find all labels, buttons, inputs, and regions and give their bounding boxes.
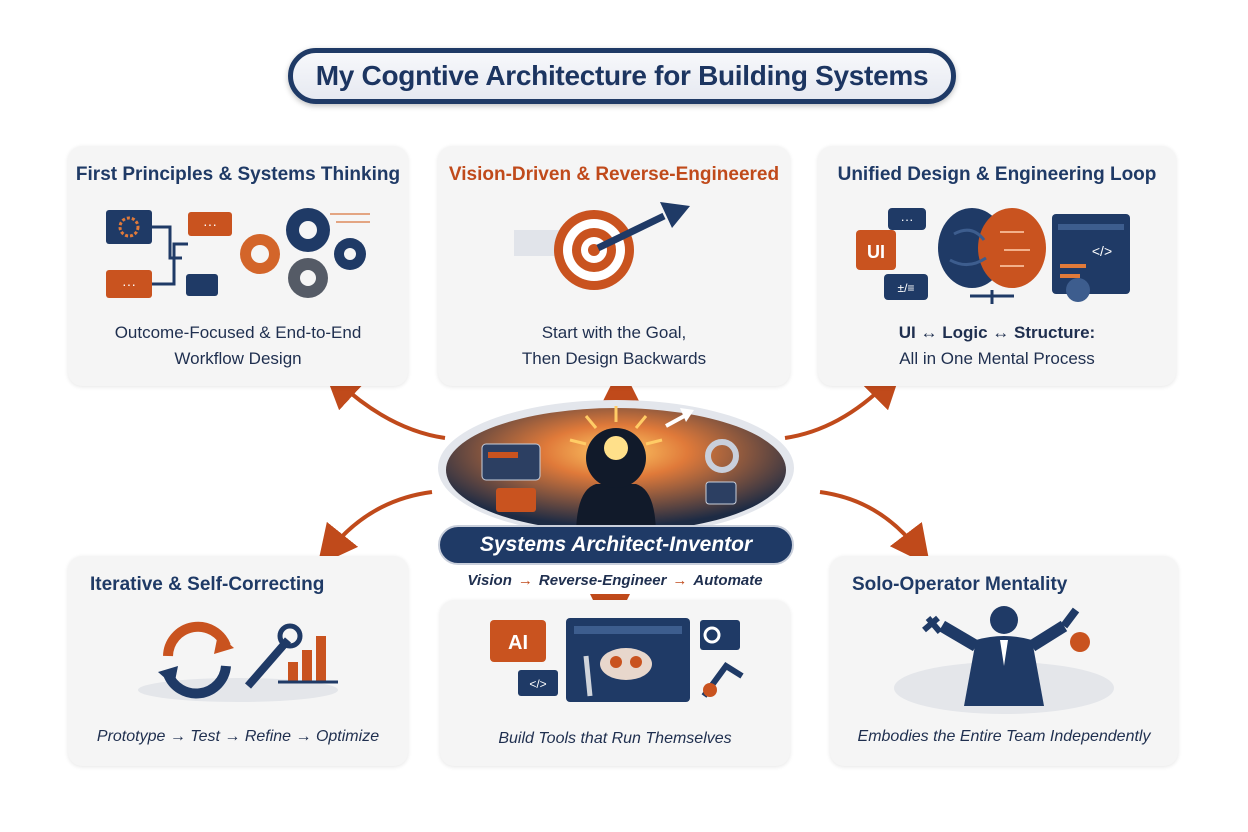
cycle-wrench-chart-icon <box>138 621 338 702</box>
caption-line: Outcome-Focused & End-to-End <box>114 323 362 342</box>
arrow-right-icon: → <box>517 571 533 589</box>
page-title-banner: My Cogntive Architecture for Building Sy… <box>288 48 956 104</box>
center-role-label: Systems Architect-Inventor <box>438 525 794 565</box>
arrow-right-icon: → <box>672 571 688 589</box>
code-label: </> <box>1092 243 1112 259</box>
arrow-to-unified <box>784 367 903 440</box>
card-caption: Prototype → Test → Refine → Optimize <box>96 728 380 745</box>
caption-line: Then Design Backwards <box>521 349 707 368</box>
code-label: </> <box>529 677 546 691</box>
center-hub-graphic <box>438 400 794 536</box>
card-title: Solo-Operator Mentality <box>852 574 1068 595</box>
card-caption: Start with the Goal, Then Design Backwar… <box>438 320 790 372</box>
arrow-to-iterative <box>317 490 433 566</box>
flow-step: Automate <box>693 571 763 589</box>
card-title: Unified Design & Engineering Loop <box>837 164 1157 185</box>
card-vision: Vision-Driven & Reverse-Engineered Start… <box>438 146 790 386</box>
flowchart-gears-icon: ··· ··· <box>106 208 370 298</box>
flow-step: Vision <box>467 571 512 589</box>
brain-code-icon: UI ··· ±/≡ </> <box>856 208 1130 304</box>
card-caption: UI ↔ Logic ↔ Structure: All in One Menta… <box>818 320 1176 372</box>
card-first-principles: First Principles & Systems Thinking ··· … <box>68 146 408 386</box>
card-caption: Embodies the Entire Team Independently <box>857 728 1151 745</box>
card-tools: AI </> Build Tools that Run Themselves <box>440 600 790 766</box>
ui-label: UI <box>867 242 885 262</box>
card-title: Iterative & Self-Correcting <box>90 574 325 595</box>
card-unified: Unified Design & Engineering Loop UI ···… <box>818 146 1176 386</box>
card-iterative: Iterative & Self-Correcting Prototype → … <box>68 556 408 766</box>
center-flow: Vision → Reverse-Engineer → Automate <box>440 568 790 592</box>
arrow-to-first-principles <box>323 368 446 440</box>
card-solo: Solo-Operator Mentality Embodies the Ent… <box>830 556 1178 766</box>
caption-line: UI ↔ Logic ↔ Structure: <box>898 323 1096 342</box>
caption-line: Start with the Goal, <box>541 323 687 342</box>
card-title: First Principles & Systems Thinking <box>75 164 401 185</box>
page-title: My Cogntive Architecture for Building Sy… <box>315 60 929 91</box>
flow-step: Reverse-Engineer <box>538 571 667 589</box>
svg-text:···: ··· <box>122 276 136 292</box>
card-caption: Build Tools that Run Themselves <box>498 730 732 747</box>
svg-text:···: ··· <box>901 212 914 227</box>
solo-operator-icon <box>894 606 1114 714</box>
eq-label: ±/≡ <box>898 281 915 295</box>
arrow-to-solo <box>819 490 931 566</box>
caption-line: Workflow Design <box>174 349 302 368</box>
caption-line: All in One Mental Process <box>899 349 1095 368</box>
ai-label: AI <box>508 632 528 654</box>
card-title: Vision-Driven & Reverse-Engineered <box>448 164 780 185</box>
ai-automation-icon: AI </> <box>490 618 744 702</box>
target-arrow-icon <box>514 202 690 290</box>
svg-text:···: ··· <box>203 216 217 232</box>
card-caption: Outcome-Focused & End-to-End Workflow De… <box>68 320 408 372</box>
